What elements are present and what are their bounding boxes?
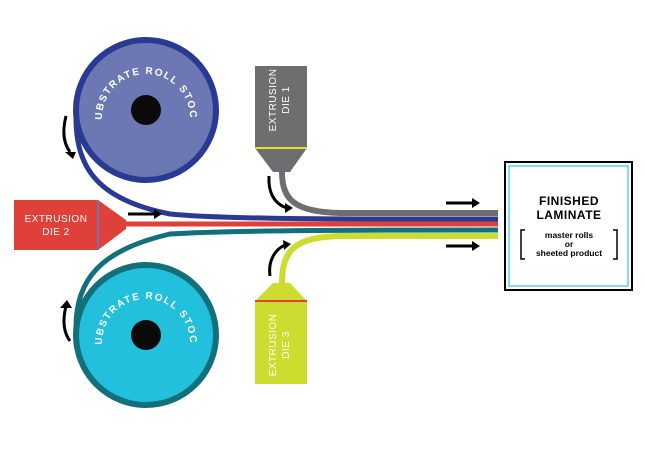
top-substrate-web xyxy=(73,117,499,222)
die-2-label-line1: EXTRUSION xyxy=(25,214,88,225)
finished-sub-line3: sheeted product xyxy=(536,248,602,258)
finished-box-outer-border xyxy=(504,161,633,291)
finished-sub-line2: or xyxy=(565,239,574,249)
die-3-label-line1: EXTRUSION xyxy=(268,314,279,377)
die-1-flow-arrow xyxy=(267,175,293,213)
die-1-label-line1: EXTRUSION xyxy=(268,69,279,132)
die-1-label-line2: DIE 1 xyxy=(281,86,292,114)
bottom-roll-rotation-arrow xyxy=(60,300,72,342)
die-1-melt-stream xyxy=(279,171,498,216)
finished-box-inner-border xyxy=(508,165,629,287)
finished-title-line2: LAMINATE xyxy=(536,208,601,222)
top-roll-hub xyxy=(131,95,161,125)
curved-arrow-icon xyxy=(268,243,286,277)
right-arrow-icon xyxy=(446,241,480,251)
laminate-web-streams xyxy=(73,117,499,328)
curved-arrow-icon xyxy=(267,175,288,210)
die-2-body xyxy=(14,200,126,250)
die-1-body xyxy=(255,66,307,172)
curved-arrow-icon xyxy=(62,305,72,342)
bottom-substrate-web xyxy=(73,227,499,328)
bottom-roll-hub xyxy=(131,320,161,350)
finished-title-line1: FINISHED xyxy=(539,194,599,208)
finished-laminate-box: FINISHED LAMINATE master rolls or sheete… xyxy=(504,161,633,291)
extrusion-die-1: EXTRUSION DIE 1 xyxy=(255,66,307,172)
left-bracket xyxy=(520,229,525,260)
die-3-flow-arrow xyxy=(268,240,291,277)
extrusion-die-2: EXTRUSION DIE 2 xyxy=(14,200,126,250)
die-3-melt-stream xyxy=(279,233,498,284)
right-arrow-icon xyxy=(446,198,480,208)
flow-arrows xyxy=(128,198,480,251)
right-bracket xyxy=(613,229,618,260)
extrusion-die-3: EXTRUSION DIE 3 xyxy=(255,283,307,384)
finished-sub-line1: master rolls xyxy=(545,230,593,240)
top-substrate-roll: SUBSTRATE ROLL STOCK xyxy=(0,0,219,183)
curved-arrow-icon xyxy=(62,115,72,153)
die-2-label-line2: DIE 2 xyxy=(42,227,70,238)
top-roll-rotation-arrow xyxy=(62,115,76,159)
right-arrow-icon xyxy=(128,209,162,219)
die-3-label-line2: DIE 3 xyxy=(281,331,292,359)
die-3-body xyxy=(255,283,307,384)
